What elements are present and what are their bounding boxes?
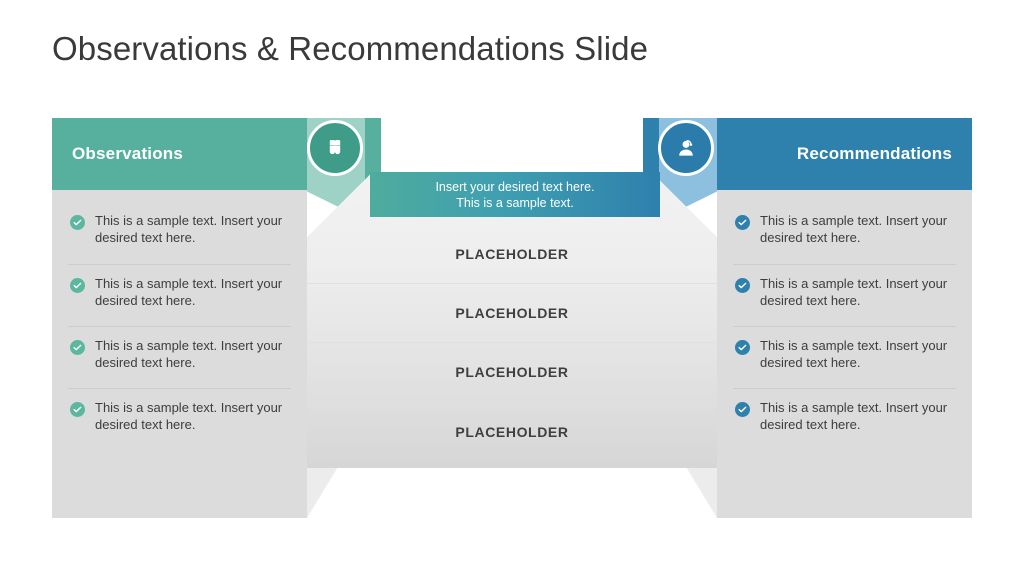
placeholder-label: PLACEHOLDER <box>455 423 569 440</box>
observations-recommendations-diagram: This is a sample text. Insert your desir… <box>0 118 1024 528</box>
list-item[interactable]: This is a sample text. Insert your desir… <box>733 202 956 264</box>
center-placeholder-column <box>307 172 717 468</box>
list-item[interactable]: This is a sample text. Insert your desir… <box>733 264 956 326</box>
list-item-text: This is a sample text. Insert your desir… <box>760 213 948 245</box>
check-circle-icon <box>735 278 750 293</box>
placeholder-label: PLACEHOLDER <box>455 305 569 321</box>
check-circle-icon <box>70 340 85 355</box>
list-item[interactable]: This is a sample text. Insert your desir… <box>68 326 291 388</box>
observations-panel-body: This is a sample text. Insert your desir… <box>52 190 353 518</box>
list-item[interactable]: This is a sample text. Insert your desir… <box>68 264 291 326</box>
list-item[interactable]: This is a sample text. Insert your desir… <box>733 326 956 388</box>
observations-header: Observations <box>52 118 307 190</box>
list-item[interactable]: This is a sample text. Insert your desir… <box>68 388 291 450</box>
placeholder-row[interactable]: PLACEHOLDER <box>307 402 717 461</box>
support-agent-icon-badge[interactable] <box>658 120 714 176</box>
page-title: Observations & Recommendations Slide <box>52 30 649 67</box>
observations-bullet-list: This is a sample text. Insert your desir… <box>52 202 307 450</box>
list-item[interactable]: This is a sample text. Insert your desir… <box>733 388 956 450</box>
list-item-text: This is a sample text. Insert your desir… <box>95 400 283 432</box>
support-agent-icon <box>679 139 693 156</box>
list-item-text: This is a sample text. Insert your desir… <box>760 400 948 432</box>
placeholder-rows: PLACEHOLDER PLACEHOLDER PLACEHOLDER PLAC… <box>307 225 717 468</box>
check-circle-icon <box>735 215 750 230</box>
binoculars-icon-badge[interactable] <box>307 120 363 176</box>
list-item-text: This is a sample text. Insert your desir… <box>760 276 948 308</box>
placeholder-label: PLACEHOLDER <box>455 364 569 380</box>
list-item-text: This is a sample text. Insert your desir… <box>95 338 283 370</box>
check-circle-icon <box>735 402 750 417</box>
check-circle-icon <box>70 278 85 293</box>
recommendations-panel-body: This is a sample text. Insert your desir… <box>671 190 972 518</box>
list-item-text: This is a sample text. Insert your desir… <box>95 213 283 245</box>
check-circle-icon <box>70 402 85 417</box>
recommendations-bullet-list: This is a sample text. Insert your desir… <box>717 202 972 450</box>
recommendations-header: Recommendations <box>717 118 972 190</box>
check-circle-icon <box>70 215 85 230</box>
placeholder-row[interactable]: PLACEHOLDER <box>307 284 717 343</box>
binoculars-icon <box>329 140 341 155</box>
placeholder-row[interactable]: PLACEHOLDER <box>307 343 717 402</box>
list-item-text: This is a sample text. Insert your desir… <box>760 338 948 370</box>
placeholder-row[interactable]: PLACEHOLDER <box>307 225 717 284</box>
observations-header-label: Observations <box>72 144 184 163</box>
center-banner-line-1: Insert your desired text here. <box>435 179 595 194</box>
list-item-text: This is a sample text. Insert your desir… <box>95 276 283 308</box>
placeholder-label: PLACEHOLDER <box>455 246 569 262</box>
check-circle-icon <box>735 340 750 355</box>
recommendations-header-label: Recommendations <box>796 144 952 163</box>
center-banner-line-2: This is a sample text. <box>456 195 574 210</box>
center-banner: Insert your desired text here. This is a… <box>370 172 660 217</box>
list-item[interactable]: This is a sample text. Insert your desir… <box>68 202 291 264</box>
